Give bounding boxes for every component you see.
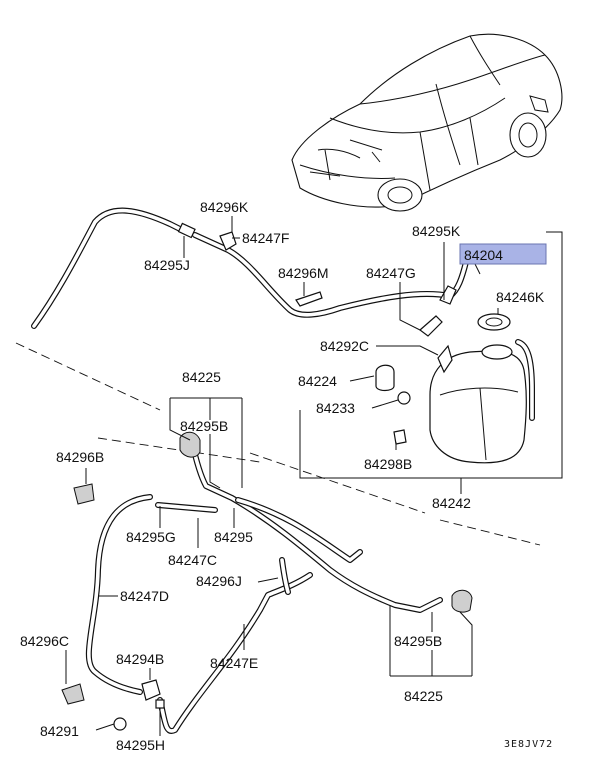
label-84296C[interactable]: 84296C [20,633,69,649]
label-84295G[interactable]: 84295G [126,529,176,545]
label-84298B[interactable]: 84298B [364,456,412,472]
label-84295B-top[interactable]: 84295B [180,418,228,434]
label-84242[interactable]: 84242 [432,495,471,511]
label-84295K[interactable]: 84295K [412,223,461,239]
lower-hose-assembly [61,431,473,734]
label-84246K[interactable]: 84246K [496,289,545,305]
car-illustration [291,33,563,212]
label-84291[interactable]: 84291 [40,723,79,739]
label-84247G[interactable]: 84247G [366,265,416,281]
label-84295B-bottom[interactable]: 84295B [394,633,442,649]
label-84225-top[interactable]: 84225 [182,369,221,385]
label-84295J[interactable]: 84295J [144,257,190,273]
part-labels: 84296K 84247F 84295J 84296M 84247G 84295… [20,199,553,753]
label-84295H[interactable]: 84295H [116,737,165,753]
label-84296M[interactable]: 84296M [278,265,329,281]
label-84204[interactable]: 84204 [464,247,503,263]
label-84247E[interactable]: 84247E [210,655,258,671]
leader-lines [65,216,563,736]
label-84247F[interactable]: 84247F [242,230,289,246]
label-84233[interactable]: 84233 [316,400,355,416]
label-84296J[interactable]: 84296J [196,573,242,589]
diagram-code: 3E8JV72 [504,739,553,750]
label-84294B[interactable]: 84294B [116,651,164,667]
label-84247C[interactable]: 84247C [168,552,217,568]
label-84247D[interactable]: 84247D [120,588,169,604]
label-84296B[interactable]: 84296B [56,449,104,465]
label-84295[interactable]: 84295 [214,529,253,545]
label-84224[interactable]: 84224 [298,373,337,389]
dashed-guides [15,342,541,546]
washer-tank [375,249,535,464]
highlight-box-84204 [459,243,547,265]
upper-hose-assembly [31,207,469,337]
label-84225-bottom[interactable]: 84225 [404,688,443,704]
label-84296K[interactable]: 84296K [200,199,249,215]
label-84292C[interactable]: 84292C [320,338,369,354]
